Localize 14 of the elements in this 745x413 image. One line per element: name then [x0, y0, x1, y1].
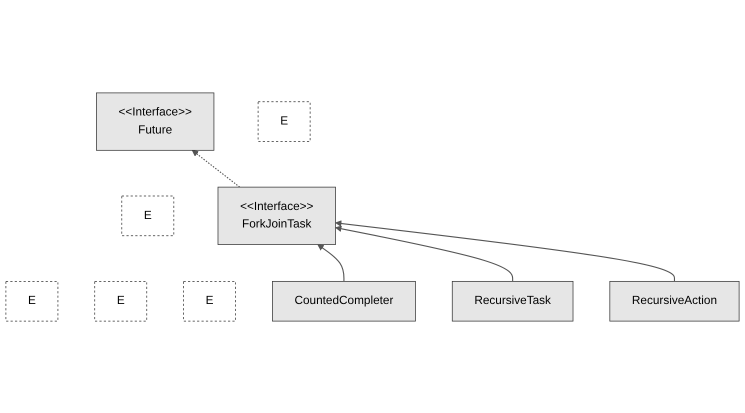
node-box: <<Interface>> Future — [96, 92, 214, 150]
arrow — [335, 220, 676, 281]
node-box: CountedCompleter — [272, 280, 416, 321]
arrow — [192, 150, 240, 188]
node-box: RecursiveAction — [609, 280, 740, 321]
node-box: E — [258, 100, 310, 142]
arrow — [317, 244, 344, 281]
arrow — [335, 225, 514, 281]
node-box: <<Interface>> ForkJoinTask — [218, 186, 336, 244]
node-box: E — [6, 280, 58, 321]
node-box: RecursiveTask — [452, 280, 574, 321]
node-box: E — [183, 280, 236, 321]
node-box: E — [121, 195, 174, 236]
node-box: E — [94, 280, 148, 321]
